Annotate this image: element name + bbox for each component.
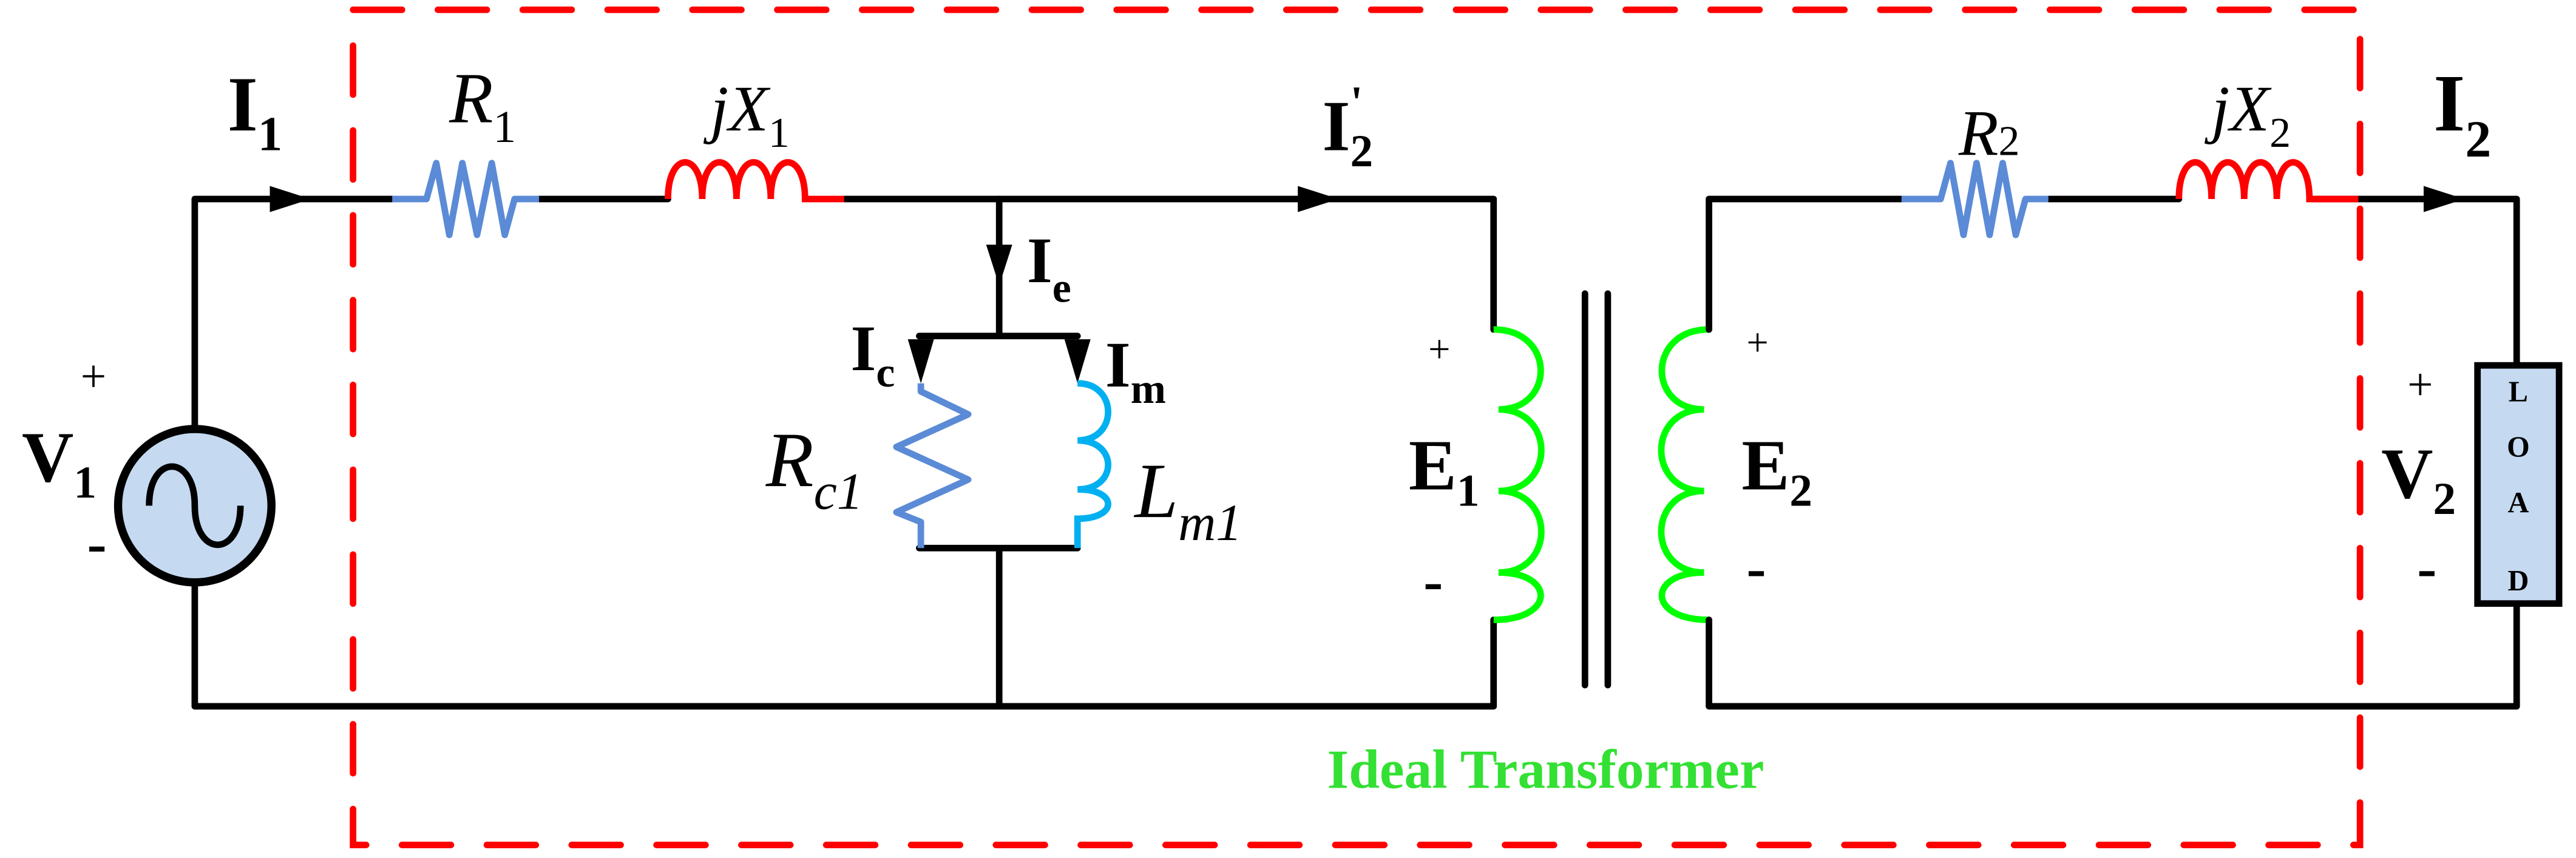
wire-bottom-secondary	[1706, 600, 2520, 710]
label-jx1: jX1	[703, 73, 789, 157]
e2-minus: -	[1746, 535, 1766, 600]
label-i2prime: I2'	[1322, 78, 1373, 177]
resistor-rc1	[893, 383, 972, 549]
ideal-transformer-boundary	[350, 6, 2364, 848]
e1-plus: +	[1428, 328, 1450, 371]
transformer-core	[1581, 290, 1612, 689]
v1-plus: +	[81, 351, 106, 402]
label-v2: V2	[2381, 434, 2456, 524]
label-e1: E1	[1409, 425, 1480, 516]
label-ic: Ic	[851, 312, 895, 396]
arrow-im	[1064, 339, 1091, 383]
label-jx2: jX2	[2205, 73, 2291, 157]
resistor-r2	[1901, 160, 2049, 238]
arrow-i2prime	[1298, 186, 1339, 212]
load-letter: A	[2507, 487, 2529, 519]
load-letter: L	[2509, 376, 2528, 408]
arrow-ie	[986, 245, 1012, 286]
inductor-lm1	[1074, 380, 1111, 549]
wire-top-primary	[841, 195, 1497, 333]
label-lm1: Lm1	[1133, 447, 1242, 552]
ideal-transformer-label: Ideal Transformer	[1327, 738, 1764, 800]
e1-minus: -	[1423, 548, 1443, 613]
e2-plus: +	[1746, 321, 1768, 364]
sine-wave-icon	[146, 463, 244, 549]
secondary-coil	[1658, 326, 1709, 623]
label-im: Im	[1105, 329, 1166, 413]
label-ie: Ie	[1027, 225, 1071, 311]
wire-source-top	[191, 195, 396, 450]
primary-coil	[1493, 326, 1545, 623]
load-letter: D	[2507, 565, 2529, 597]
load-letter: O	[2507, 431, 2530, 464]
wire-bottom-primary	[191, 561, 1497, 710]
label-i2: I2	[2433, 58, 2491, 168]
inductor-jx2	[2175, 159, 2359, 203]
label-v1: V1	[22, 417, 97, 508]
v2-minus: -	[2417, 535, 2436, 600]
label-r1: R1	[449, 59, 516, 152]
wire-load-top	[2309, 195, 2520, 369]
load-box	[2474, 362, 2563, 607]
resistor-r1	[392, 160, 540, 238]
label-r2: R2	[1958, 97, 2020, 169]
wire-top-secondary	[1706, 195, 1905, 333]
label-e2: E2	[1741, 425, 1812, 516]
label-rc1: Rc1	[765, 416, 863, 521]
label-i1: I1	[228, 61, 283, 161]
v1-minus: -	[87, 510, 106, 575]
arrow-i1	[269, 186, 311, 212]
v2-plus: +	[2407, 360, 2433, 410]
inductor-jx1	[665, 159, 844, 203]
arrow-ic	[907, 339, 934, 383]
